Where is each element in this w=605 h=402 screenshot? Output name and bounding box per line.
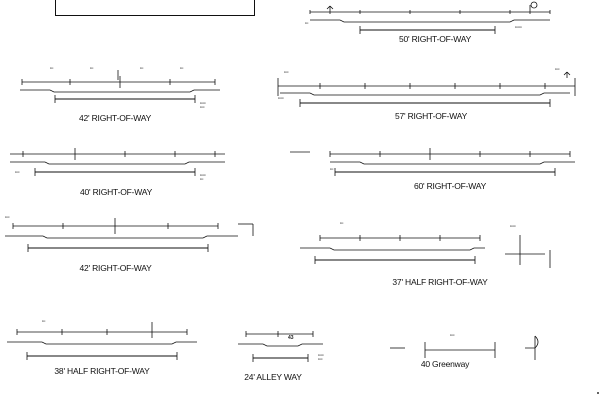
section-40-greenway-drawing: [390, 335, 539, 360]
section-37-half-drawing: [300, 235, 551, 268]
note-box: [55, 0, 255, 16]
alley-dimension: 43: [288, 335, 294, 341]
section-57-row: ▪▪▪▪ ▪▪▪▪ ▪▪▪▪▪ 57' RIGHT-OF-WAY: [270, 66, 600, 138]
section-42a-title: 42' RIGHT-OF-WAY: [78, 113, 152, 123]
section-42a-row: ▪▪▪ ▪▪▪ ▪▪▪ ▪▪▪ ▪▪▪▪▪▪▪▪▪ 42' RIGHT-OF-W…: [10, 62, 230, 140]
stray-mark: [597, 392, 599, 394]
section-24-alley: 43 ▪▪▪▪▪▪▪▪▪ 24' ALLEY WAY: [238, 320, 358, 392]
section-50-drawing: [309, 1, 551, 34]
section-60-title: 60' RIGHT-OF-WAY: [413, 181, 487, 191]
section-57-title: 57' RIGHT-OF-WAY: [394, 111, 468, 121]
section-60-row: ▪▪▪ 60' RIGHT-OF-WAY: [290, 140, 590, 212]
section-40-greenway: ▪▪▪▪ 40 Greenway: [385, 330, 555, 385]
section-42a-drawing: [20, 70, 220, 103]
section-40-greenway-title: 40 Greenway: [420, 359, 470, 369]
section-40-title: 40' RIGHT-OF-WAY: [79, 187, 153, 197]
section-50-title: 50' RIGHT-OF-WAY: [398, 34, 472, 44]
section-42b-drawing: [5, 218, 254, 252]
section-50-row: ▪▪▪ ▪▪▪▪▪▪ 50' RIGHT-OF-WAY: [300, 0, 590, 56]
section-57-drawing: [277, 71, 576, 107]
section-40-row: ▪▪▪▪ ▪▪▪▪▪▪▪▪ 40' RIGHT-OF-WAY: [5, 140, 235, 215]
section-38-half-title: 38' HALF RIGHT-OF-WAY: [54, 366, 150, 376]
section-40-drawing: [10, 148, 225, 176]
section-37-half-row: ▪▪▪ ▪▪▪▪▪ 37' HALF RIGHT-OF-WAY: [300, 220, 570, 315]
section-42b-row: ▪▪▪▪ 42' RIGHT-OF-WAY: [3, 214, 268, 294]
section-60-drawing: [290, 148, 575, 176]
section-37-half-title: 37' HALF RIGHT-OF-WAY: [392, 277, 488, 287]
section-42b-title: 42' RIGHT-OF-WAY: [79, 263, 152, 273]
section-38-half-row: ▪▪▪ 38' HALF RIGHT-OF-WAY: [2, 318, 222, 394]
section-24-alley-drawing: [238, 331, 323, 362]
section-38-half-drawing: [7, 322, 197, 360]
section-24-alley-title: 24' ALLEY WAY: [244, 372, 302, 382]
